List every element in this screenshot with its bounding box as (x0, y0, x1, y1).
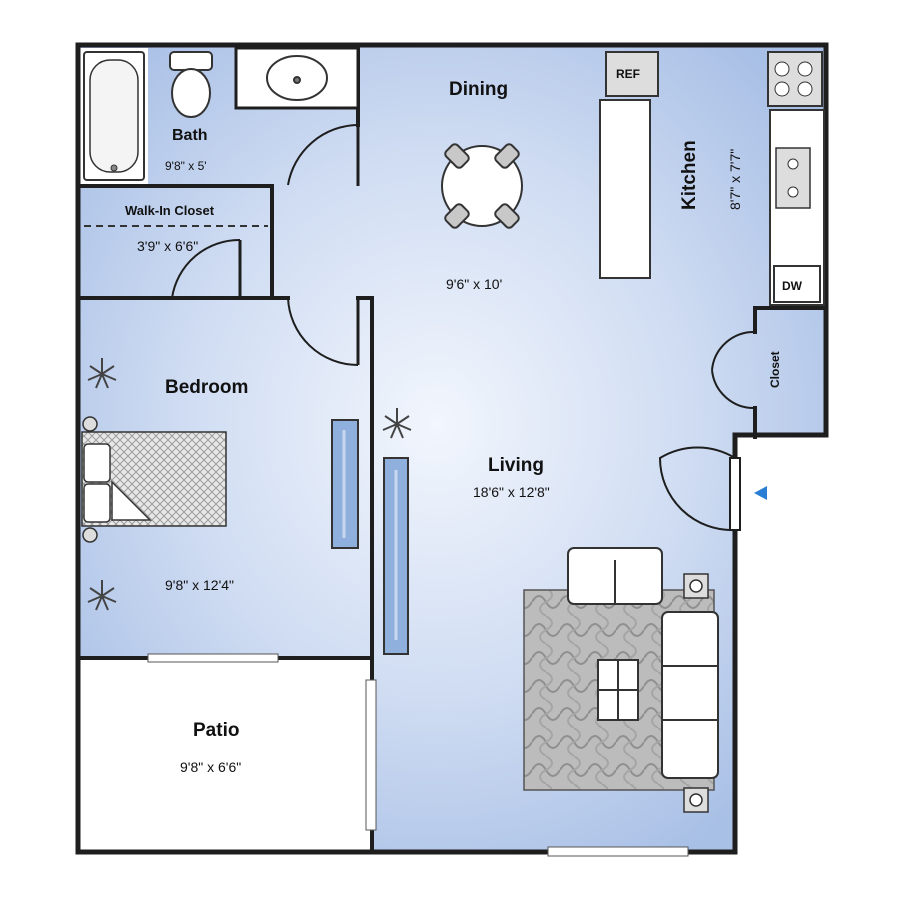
walk-in-closet-dims: 3'9" x 6'6" (137, 238, 198, 254)
living-dims: 18'6" x 12'8" (473, 484, 550, 500)
coffee-table-icon (597, 659, 639, 721)
kitchen-dims: 8'7" x 7'7" (727, 149, 743, 210)
entry-marker-icon (754, 486, 767, 500)
dining-table-icon (441, 143, 523, 229)
ref-label: REF (616, 67, 640, 81)
kitchen-counter (599, 99, 651, 279)
kitchen-fixtures (599, 51, 825, 306)
doors (171, 124, 756, 532)
toilet-icon (169, 51, 213, 118)
stove-icon (767, 51, 823, 107)
dining-label: Dining (449, 79, 508, 100)
dresser-icon (331, 419, 359, 549)
patio-floor (80, 660, 370, 852)
sofa-icon (567, 547, 719, 779)
windows (147, 653, 689, 857)
dining-dims: 9'6" x 10' (446, 276, 502, 292)
bedroom-dims: 9'8" x 12'4" (165, 577, 234, 593)
tv-console-icon (383, 457, 409, 655)
bath-label: Bath (172, 127, 208, 144)
kitchen-sink-icon (775, 147, 811, 209)
patio-dims: 9'8" x 6'6" (180, 759, 241, 775)
bed-icon (81, 416, 227, 543)
bath-dims: 9'8" x 5' (165, 159, 207, 173)
sink-icon (266, 55, 328, 101)
patio-label: Patio (193, 720, 239, 741)
plant-icon (87, 358, 412, 611)
hall-closet-label: Closet (768, 351, 782, 388)
dishwasher (773, 265, 821, 303)
bathtub-icon (83, 51, 145, 181)
end-table-icon (683, 573, 709, 813)
dw-label: DW (782, 279, 803, 293)
walk-in-closet-label: Walk-In Closet (125, 203, 215, 218)
refrigerator (605, 51, 659, 97)
kitchen-label: Kitchen (679, 140, 700, 210)
living-label: Living (488, 455, 544, 476)
bedroom-label: Bedroom (165, 377, 248, 398)
